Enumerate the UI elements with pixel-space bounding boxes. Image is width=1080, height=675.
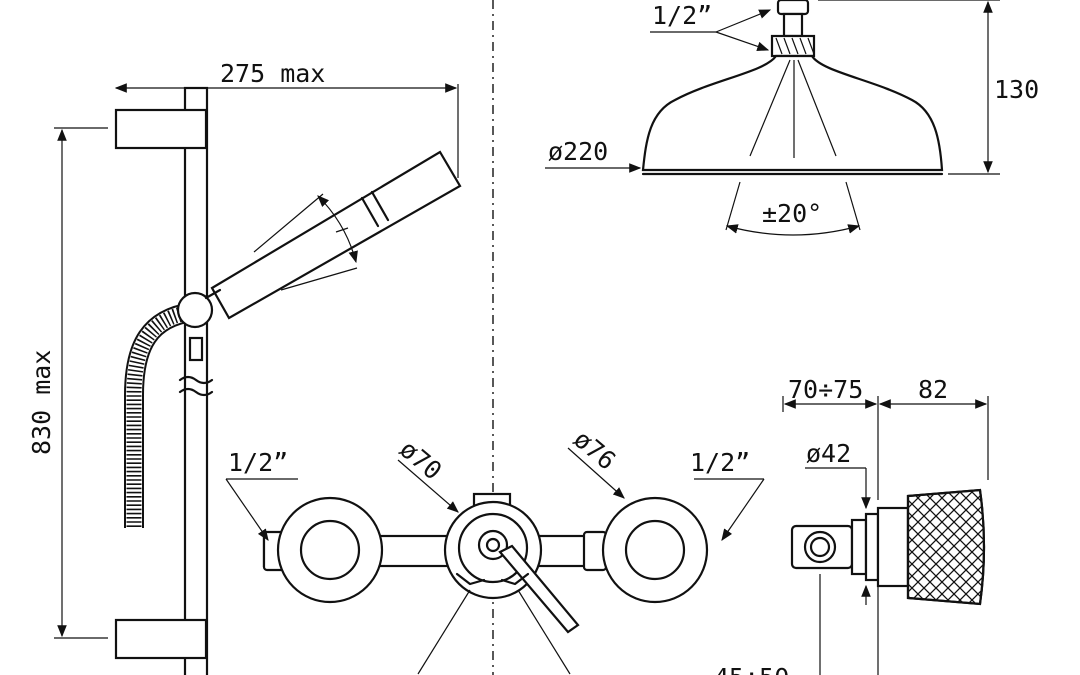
dim-handle-length: 82 (918, 375, 948, 404)
dim-right-flange: ø76 (568, 424, 621, 475)
dim-right-inlet: 1/2” (690, 448, 750, 477)
valve-side-view (790, 488, 986, 606)
slide-bar (114, 86, 214, 675)
hand-shower (176, 150, 462, 329)
mixer-valve (262, 492, 709, 634)
dim-bottom: 45÷50 (714, 663, 789, 675)
dim-wall-depth: 70÷75 (788, 375, 863, 404)
dim-left-inlet: 1/2” (228, 448, 288, 477)
dim-slide-bar-height: 830 max (27, 350, 56, 455)
dim-left-flange: ø70 (394, 434, 447, 485)
dim-hand-shower-projection: 275 max (220, 59, 325, 88)
dim-head-tilt: ±20° (762, 199, 822, 228)
dim-head-connection: 1/2” (652, 1, 712, 30)
dim-head-height: 130 (994, 75, 1039, 104)
shower-head (641, 0, 944, 176)
dim-head-diameter: ø220 (548, 137, 608, 166)
dim-handle-diameter: ø42 (806, 439, 851, 468)
